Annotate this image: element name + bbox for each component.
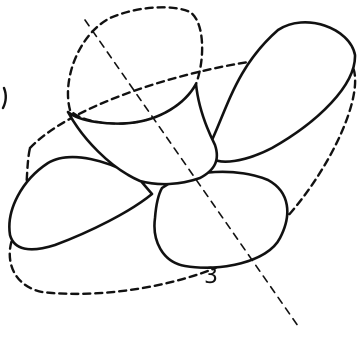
figure-label: 3: [204, 264, 218, 289]
bottom-right-petal: [154, 172, 287, 268]
left-edge-tick: [3, 88, 6, 108]
top-right-petal: [212, 22, 355, 161]
